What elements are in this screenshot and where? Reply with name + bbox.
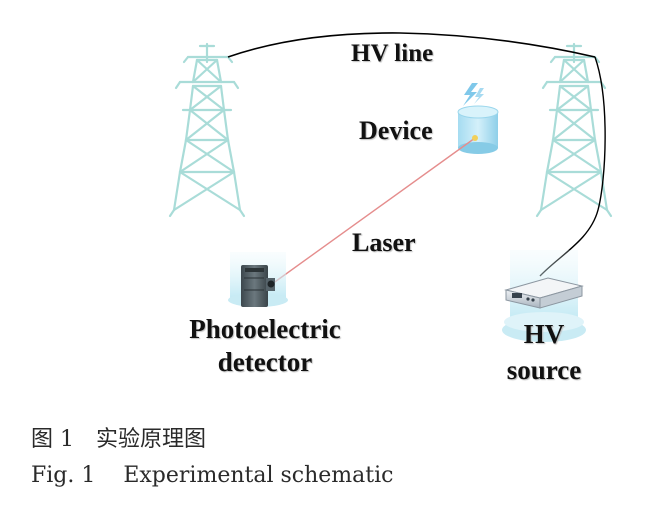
left-transmission-tower	[168, 42, 246, 218]
photoelectric-detector-icon	[241, 265, 275, 307]
hv-source-instrument-icon	[504, 277, 584, 309]
hv-line-conductor	[227, 32, 596, 58]
device-cylinder-icon	[457, 105, 499, 154]
hv-line-label: HV line	[351, 40, 434, 67]
hv-source-label-line2: source	[506, 355, 582, 385]
laser-label: Laser	[352, 228, 416, 257]
photoelectric-detector-label-line1: Photoelectric	[189, 314, 341, 344]
figure-caption-english: Fig. 1 Experimental schematic	[31, 463, 394, 488]
lightning-icon	[463, 83, 484, 106]
hv-source-label-line1: HV	[523, 319, 565, 349]
figure-caption-chinese: 图 1 实验原理图	[31, 427, 206, 452]
photoelectric-detector-label-line2: detector	[217, 347, 313, 377]
laser-spot-icon	[472, 135, 478, 141]
hv-source-label: HV source	[484, 316, 604, 388]
laser-beam	[271, 137, 476, 285]
photoelectric-detector-label: Photoelectric detector	[170, 313, 360, 379]
hv-source-lead-wire	[539, 56, 606, 277]
right-transmission-tower	[535, 42, 613, 218]
device-label: Device	[359, 116, 433, 145]
